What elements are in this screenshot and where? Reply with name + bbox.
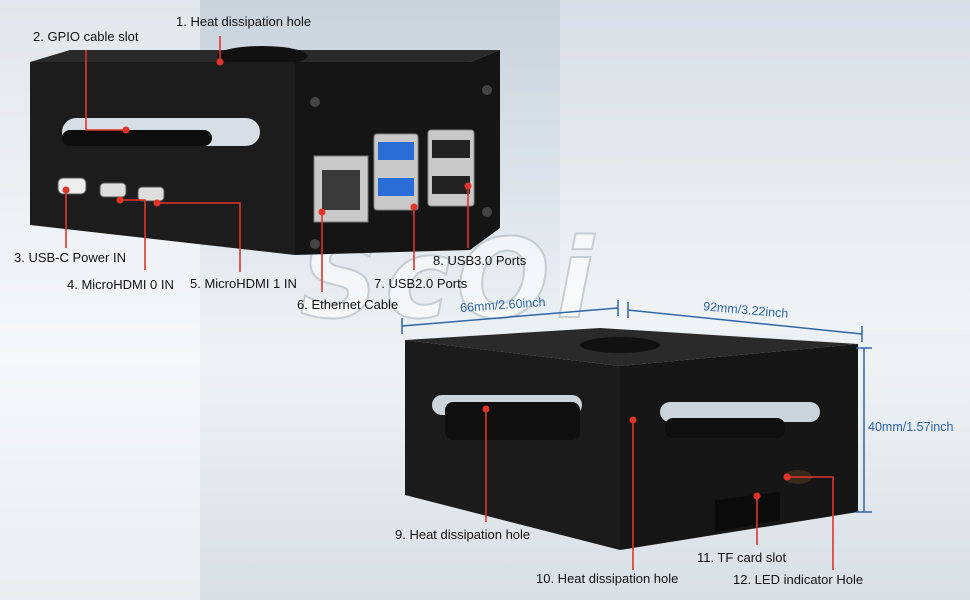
callout-line-2 [85, 50, 126, 131]
callout-dot [464, 182, 472, 190]
label-heat-dissipation-hole-1: 1. Heat dissipation hole [176, 14, 312, 29]
callout-dot [153, 199, 161, 207]
side-slot [660, 402, 820, 422]
screw [310, 239, 320, 249]
label-ethernet-cable: 6. Ethernet Cable [297, 297, 399, 312]
top-fan-hole [217, 46, 307, 66]
callout-dot [629, 416, 637, 424]
callout-dot [482, 405, 490, 413]
dimension-label-height: 40mm/1.57inch [868, 420, 954, 434]
microhdmi-0-port [99, 182, 127, 198]
screw [482, 85, 492, 95]
screw [310, 97, 320, 107]
label-microhdmi-1-in: 5. MicroHDMI 1 IN [190, 276, 297, 291]
label-microhdmi-0-in: 4. MicroHDMI 0 IN [67, 277, 174, 292]
case-front-face [30, 62, 295, 255]
callout-dot [62, 186, 70, 194]
callout-dot [753, 492, 761, 500]
callout-dot [410, 203, 418, 211]
callout-line-4 [120, 199, 146, 270]
label-tf-card-slot: 11. TF card slot [697, 550, 787, 565]
case-front-view [30, 46, 500, 255]
dimension-line-width [401, 307, 619, 327]
label-usb3-ports: 8. USB3.0 Ports [433, 253, 527, 268]
case-left-face [405, 340, 620, 550]
callout-line-12 [787, 476, 834, 570]
label-led-indicator-hole: 12. LED indicator Hole [733, 572, 864, 587]
label-heat-dissipation-hole-10: 10. Heat dissipation hole [536, 571, 679, 586]
tf-card-cutout [715, 492, 780, 532]
label-usbc-power-in: 3. USB-C Power IN [14, 250, 126, 265]
microhdmi-1-port [137, 186, 165, 202]
callout-dot [783, 473, 791, 481]
screw [482, 207, 492, 217]
case-rear-view [405, 328, 858, 550]
label-usb2-ports: 7. USB2.0 Ports [374, 276, 468, 291]
callout-dot [122, 126, 130, 134]
usbc-port [57, 177, 87, 195]
callout-dot [116, 196, 124, 204]
callout-line-5 [157, 202, 241, 272]
label-heat-dissipation-hole-9: 9. Heat dissipation hole [395, 527, 531, 542]
callout-dot [216, 58, 224, 66]
dimension-line-length [627, 309, 863, 335]
callout-dot [318, 208, 326, 216]
background-panel [560, 0, 970, 330]
label-gpio-cable-slot: 2. GPIO cable slot [33, 29, 139, 44]
case-right-face [620, 344, 858, 550]
top-fan-hole [580, 337, 660, 353]
